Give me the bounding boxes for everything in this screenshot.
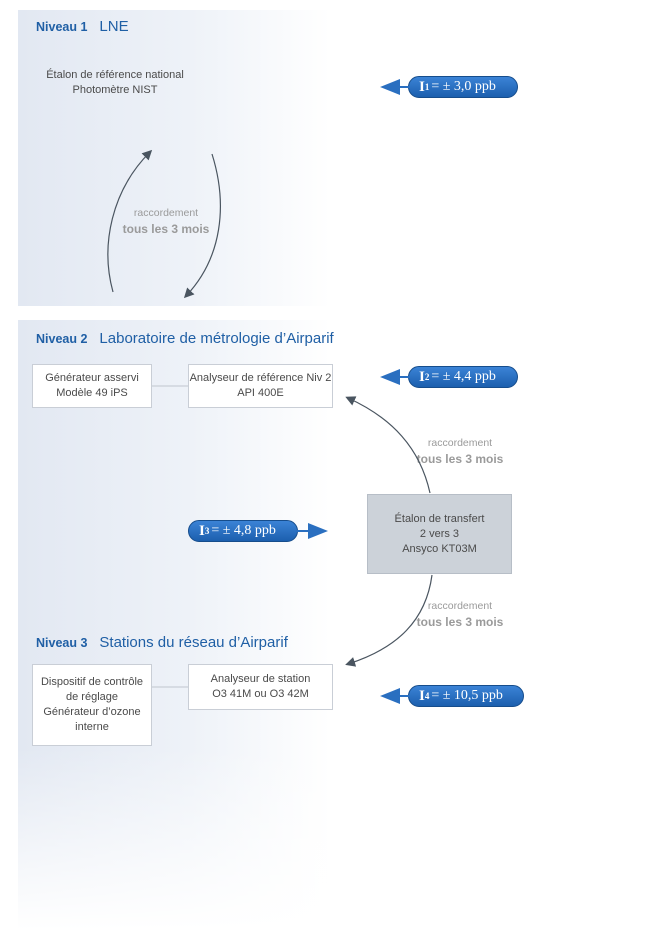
control-device-line4: interne xyxy=(75,721,109,733)
uncertainty-4-index: 4 xyxy=(424,691,430,701)
pill-arrow-3 xyxy=(308,523,328,539)
transfer-line3: Ansyco KT03M xyxy=(402,542,477,555)
level2-3-panel xyxy=(18,320,330,930)
uncertainty-1-index: 1 xyxy=(424,82,430,92)
connection-3-line1: raccordement xyxy=(427,600,493,612)
level2-title: Laboratoire de métrologie d’Airparif xyxy=(99,330,334,347)
uncertainty-3-index: 3 xyxy=(204,526,210,536)
connection-label-3: raccordement tous les 3 mois xyxy=(400,598,520,630)
connection-label-2: raccordement tous les 3 mois xyxy=(400,435,520,467)
connection-2-line1: raccordement xyxy=(427,437,493,449)
level1-heading: Niveau 1 LNE xyxy=(36,18,129,35)
national-standard-text: Étalon de référence national Photomètre … xyxy=(40,68,190,98)
uncertainty-1-symbol: I xyxy=(419,78,425,95)
level3-title: Stations du réseau d’Airparif xyxy=(99,634,288,651)
level3-label: Niveau 3 xyxy=(36,636,88,650)
connection-1-line1: raccordement xyxy=(133,207,199,219)
arrow-level1-up xyxy=(107,149,153,293)
generator-line1: Générateur asservi xyxy=(45,372,139,384)
arrow-level1-down xyxy=(183,153,221,299)
uncertainty-2-value: = ± 4,4 ppb xyxy=(431,369,496,384)
level1-panel xyxy=(18,10,330,306)
uncertainty-4-value: = ± 10,5 ppb xyxy=(431,688,503,703)
uncertainty-2-index: 2 xyxy=(424,372,430,382)
control-device-line1: Dispositif de contrôle xyxy=(40,676,144,688)
reference-analyser-line2: API 400E xyxy=(237,387,284,399)
level2-heading: Niveau 2 Laboratoire de métrologie d’Airp… xyxy=(36,330,334,347)
station-analyser-line2: O3 41M ou O3 42M xyxy=(212,688,309,700)
transfer-line2: 2 vers 3 xyxy=(419,527,460,540)
level1-label: Niveau 1 xyxy=(36,20,88,34)
uncertainty-4-symbol: I xyxy=(419,687,425,704)
control-device-box: Dispositif de contrôle de réglage Généra… xyxy=(32,664,152,746)
pill-arrow-1 xyxy=(380,79,400,95)
reference-analyser-box: Analyseur de référence Niv 2 API 400E xyxy=(188,364,333,408)
connection-2-line2: tous les 3 mois xyxy=(416,452,504,466)
generator-box: Générateur asservi Modèle 49 iPS xyxy=(32,364,152,408)
transfer-standard-box: Étalon de transfert 2 vers 3 Ansyco KT03… xyxy=(367,494,512,574)
level3-heading: Niveau 3 Stations du réseau d’Airparif xyxy=(36,634,288,651)
uncertainty-1-value: = ± 3,0 ppb xyxy=(431,79,496,94)
level2-label: Niveau 2 xyxy=(36,332,88,346)
pill-arrow-4 xyxy=(380,688,400,704)
national-standard-line2: Photomètre NIST xyxy=(72,84,158,96)
uncertainty-2-symbol: I xyxy=(419,368,425,385)
uncertainty-3-symbol: I xyxy=(199,522,205,539)
national-standard-line1: Étalon de référence national xyxy=(46,69,184,81)
level1-title: LNE xyxy=(99,18,129,35)
station-analyser-box: Analyseur de station O3 41M ou O3 42M xyxy=(188,664,333,710)
reference-analyser-line1: Analyseur de référence Niv 2 xyxy=(189,372,332,384)
connection-3-line2: tous les 3 mois xyxy=(416,615,504,629)
arrow-transfer-to-level3 xyxy=(345,574,433,667)
uncertainty-3-value: = ± 4,8 ppb xyxy=(211,523,276,538)
arrow-transfer-to-level2 xyxy=(345,396,431,494)
connection-label-1: raccordement tous les 3 mois xyxy=(106,205,226,237)
control-device-line2: de réglage xyxy=(66,691,118,703)
control-device-line3: Générateur d’ozone xyxy=(43,706,141,718)
transfer-line1: Étalon de transfert xyxy=(394,512,485,525)
connection-1-line2: tous les 3 mois xyxy=(122,222,210,236)
pill-arrow-2 xyxy=(380,369,400,385)
generator-line2: Modèle 49 iPS xyxy=(56,387,128,399)
station-analyser-line1: Analyseur de station xyxy=(210,673,311,685)
